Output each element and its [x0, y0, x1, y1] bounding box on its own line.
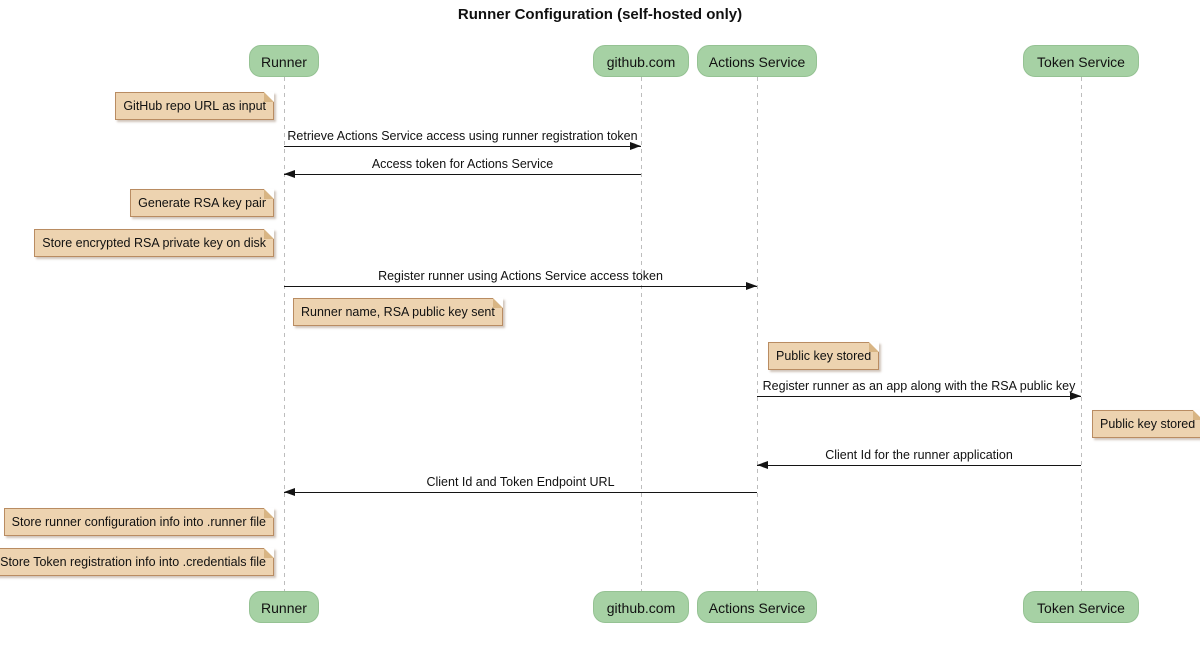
note-generate-rsa-key: Generate RSA key pair [130, 189, 274, 217]
note-store-credentials-file: Store Token registration info into .cred… [0, 548, 274, 576]
participant-bottom-github: github.com [593, 591, 689, 623]
arrowhead-right-icon [746, 282, 757, 290]
participant-top-runner: Runner [249, 45, 319, 77]
lifeline-actions-service [757, 77, 758, 591]
message-label: Register runner as an app along with the… [762, 379, 1076, 393]
message-line [757, 461, 1081, 469]
note-public-key-stored-actions: Public key stored [768, 342, 880, 370]
note-github-repo-url: GitHub repo URL as input [115, 92, 274, 120]
message-access-token: Access token for Actions Service [284, 157, 641, 178]
lifeline-github [641, 77, 642, 591]
arrowhead-left-icon [757, 461, 768, 469]
message-retrieve-actions-access: Retrieve Actions Service access using ru… [284, 129, 641, 150]
message-label: Access token for Actions Service [371, 157, 554, 171]
participant-bottom-actions-service: Actions Service [697, 591, 817, 623]
arrowhead-right-icon [630, 142, 641, 150]
note-public-key-stored-token: Public key stored [1092, 410, 1200, 438]
arrowhead-right-icon [1070, 392, 1081, 400]
message-label: Register runner using Actions Service ac… [378, 269, 663, 283]
participant-top-github: github.com [593, 45, 689, 77]
lifeline-runner [284, 77, 285, 591]
arrowhead-left-icon [284, 488, 295, 496]
note-runner-name-public-key: Runner name, RSA public key sent [293, 298, 503, 326]
participant-bottom-runner: Runner [249, 591, 319, 623]
message-line [284, 488, 757, 496]
message-label: Client Id and Token Endpoint URL [426, 475, 615, 489]
message-register-runner-app: Register runner as an app along with the… [757, 379, 1081, 400]
note-store-private-key: Store encrypted RSA private key on disk [34, 229, 274, 257]
participant-top-actions-service: Actions Service [697, 45, 817, 77]
diagram-title: Runner Configuration (self-hosted only) [457, 6, 743, 23]
participant-top-token-service: Token Service [1023, 45, 1139, 77]
message-line [284, 282, 757, 290]
message-client-id-endpoint: Client Id and Token Endpoint URL [284, 475, 757, 496]
note-store-runner-file: Store runner configuration info into .ru… [3, 508, 275, 536]
message-label: Client Id for the runner application [825, 448, 1013, 462]
message-register-runner: Register runner using Actions Service ac… [284, 269, 757, 290]
message-client-id-runner-app: Client Id for the runner application [757, 448, 1081, 469]
message-label: Retrieve Actions Service access using ru… [287, 129, 638, 143]
message-line [284, 142, 641, 150]
message-line [757, 392, 1081, 400]
arrowhead-left-icon [284, 170, 295, 178]
participant-bottom-token-service: Token Service [1023, 591, 1139, 623]
message-line [284, 170, 641, 178]
lifeline-token-service [1081, 77, 1082, 591]
